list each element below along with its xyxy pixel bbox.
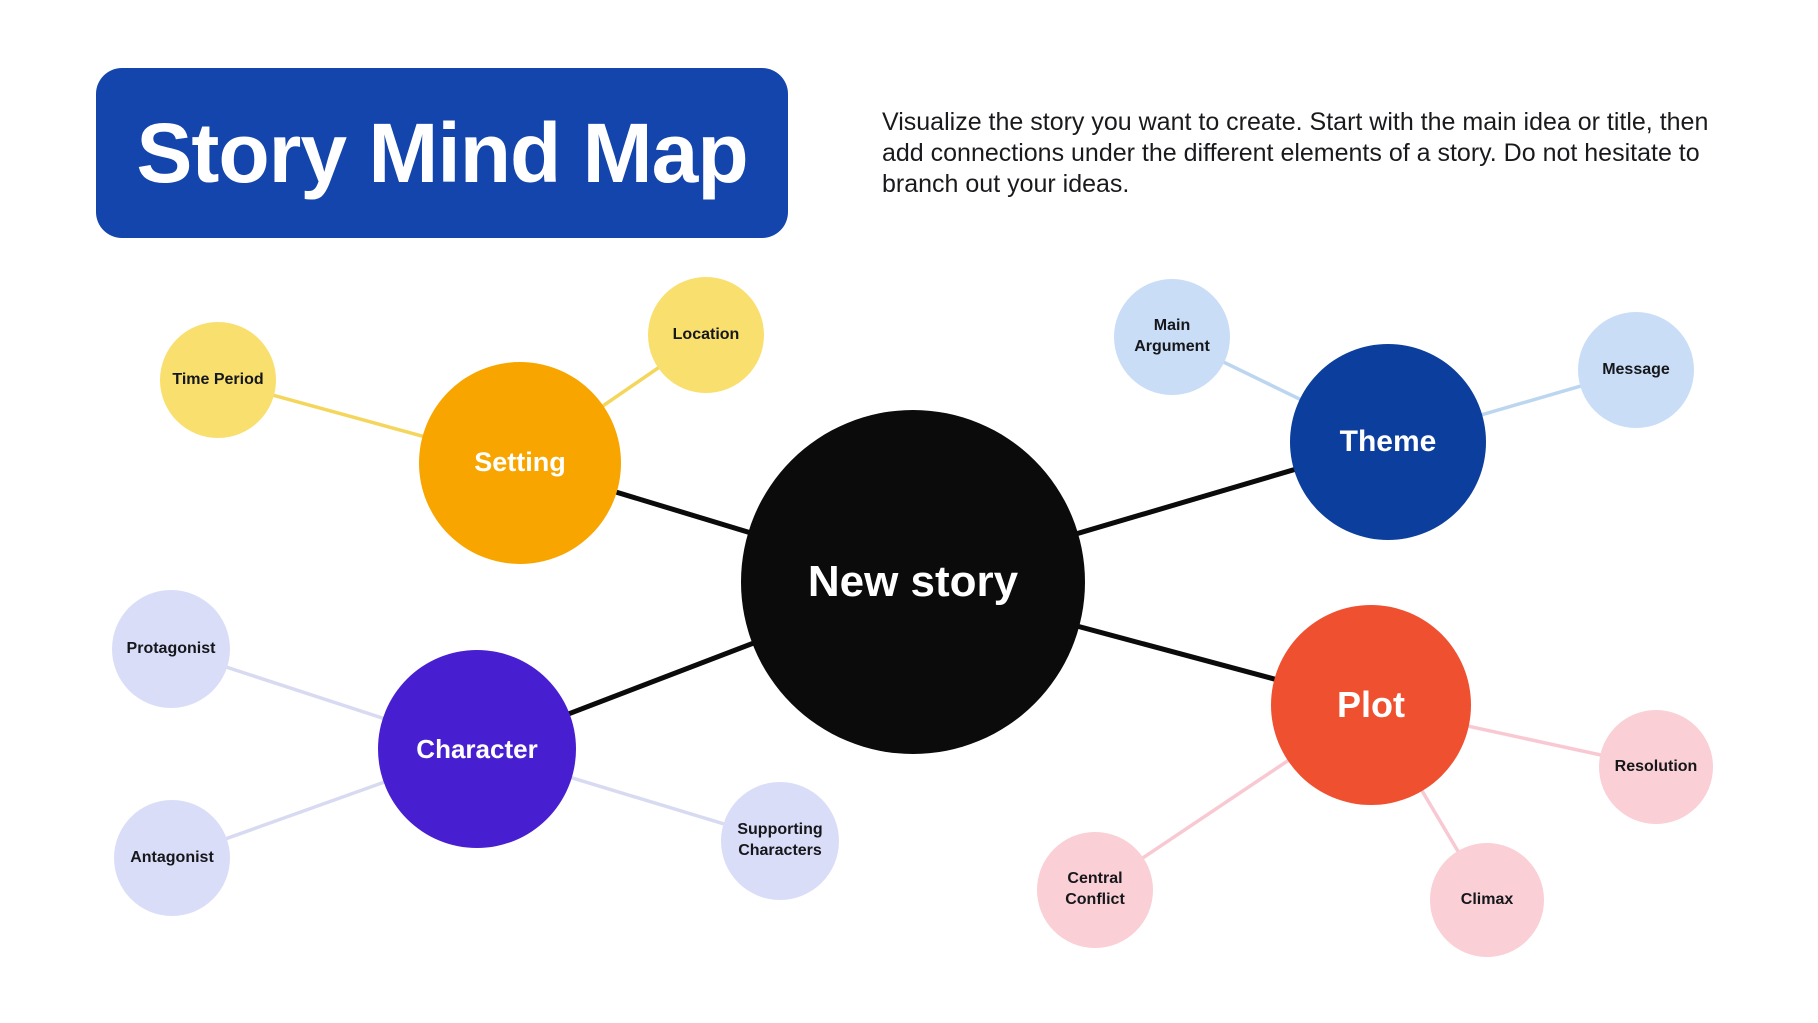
node-time-period[interactable]: Time Period xyxy=(160,322,276,438)
node-label: Resolution xyxy=(1614,757,1698,775)
page-title: Story Mind Map xyxy=(136,106,748,200)
node-label: Character xyxy=(416,733,538,764)
node-climax[interactable]: Climax xyxy=(1430,843,1544,957)
node-antagonist[interactable]: Antagonist xyxy=(114,800,230,916)
description-line: Visualize the story you want to create. … xyxy=(882,108,1709,136)
node-label: Supporting Characters xyxy=(737,821,823,859)
description-line: branch out your ideas. xyxy=(882,170,1130,198)
title-box[interactable]: Story Mind Map xyxy=(96,68,788,238)
node-label: Time Period xyxy=(172,370,264,388)
node-message[interactable]: Message xyxy=(1578,312,1694,428)
node-protagonist[interactable]: Protagonist xyxy=(112,590,230,708)
description-line: add connections under the different elem… xyxy=(882,139,1700,167)
node-supporting-characters[interactable]: Supporting Characters xyxy=(721,782,839,900)
node-location[interactable]: Location xyxy=(648,277,764,393)
node-label: Antagonist xyxy=(130,848,214,866)
node-label: Setting xyxy=(474,447,566,478)
node-label: Plot xyxy=(1337,684,1405,726)
node-label: New story xyxy=(807,556,1019,606)
node-label: Main Argument xyxy=(1134,317,1210,355)
node-label: Protagonist xyxy=(126,639,216,657)
node-theme[interactable]: Theme xyxy=(1290,344,1486,540)
node-plot[interactable]: Plot xyxy=(1271,605,1471,805)
node-main-argument[interactable]: Main Argument xyxy=(1114,279,1230,395)
node-central-conflict[interactable]: Central Conflict xyxy=(1037,832,1153,948)
node-setting[interactable]: Setting xyxy=(419,362,621,564)
node-new-story[interactable]: New story xyxy=(741,410,1085,754)
description: Visualize the story you want to create. … xyxy=(882,107,1722,200)
node-label: Climax xyxy=(1460,890,1514,908)
node-resolution[interactable]: Resolution xyxy=(1599,710,1713,824)
node-character[interactable]: Character xyxy=(378,650,576,848)
node-label: Message xyxy=(1602,360,1670,378)
node-label: Central Conflict xyxy=(1065,870,1125,908)
node-label: Location xyxy=(672,325,740,343)
node-label: Theme xyxy=(1339,425,1437,459)
